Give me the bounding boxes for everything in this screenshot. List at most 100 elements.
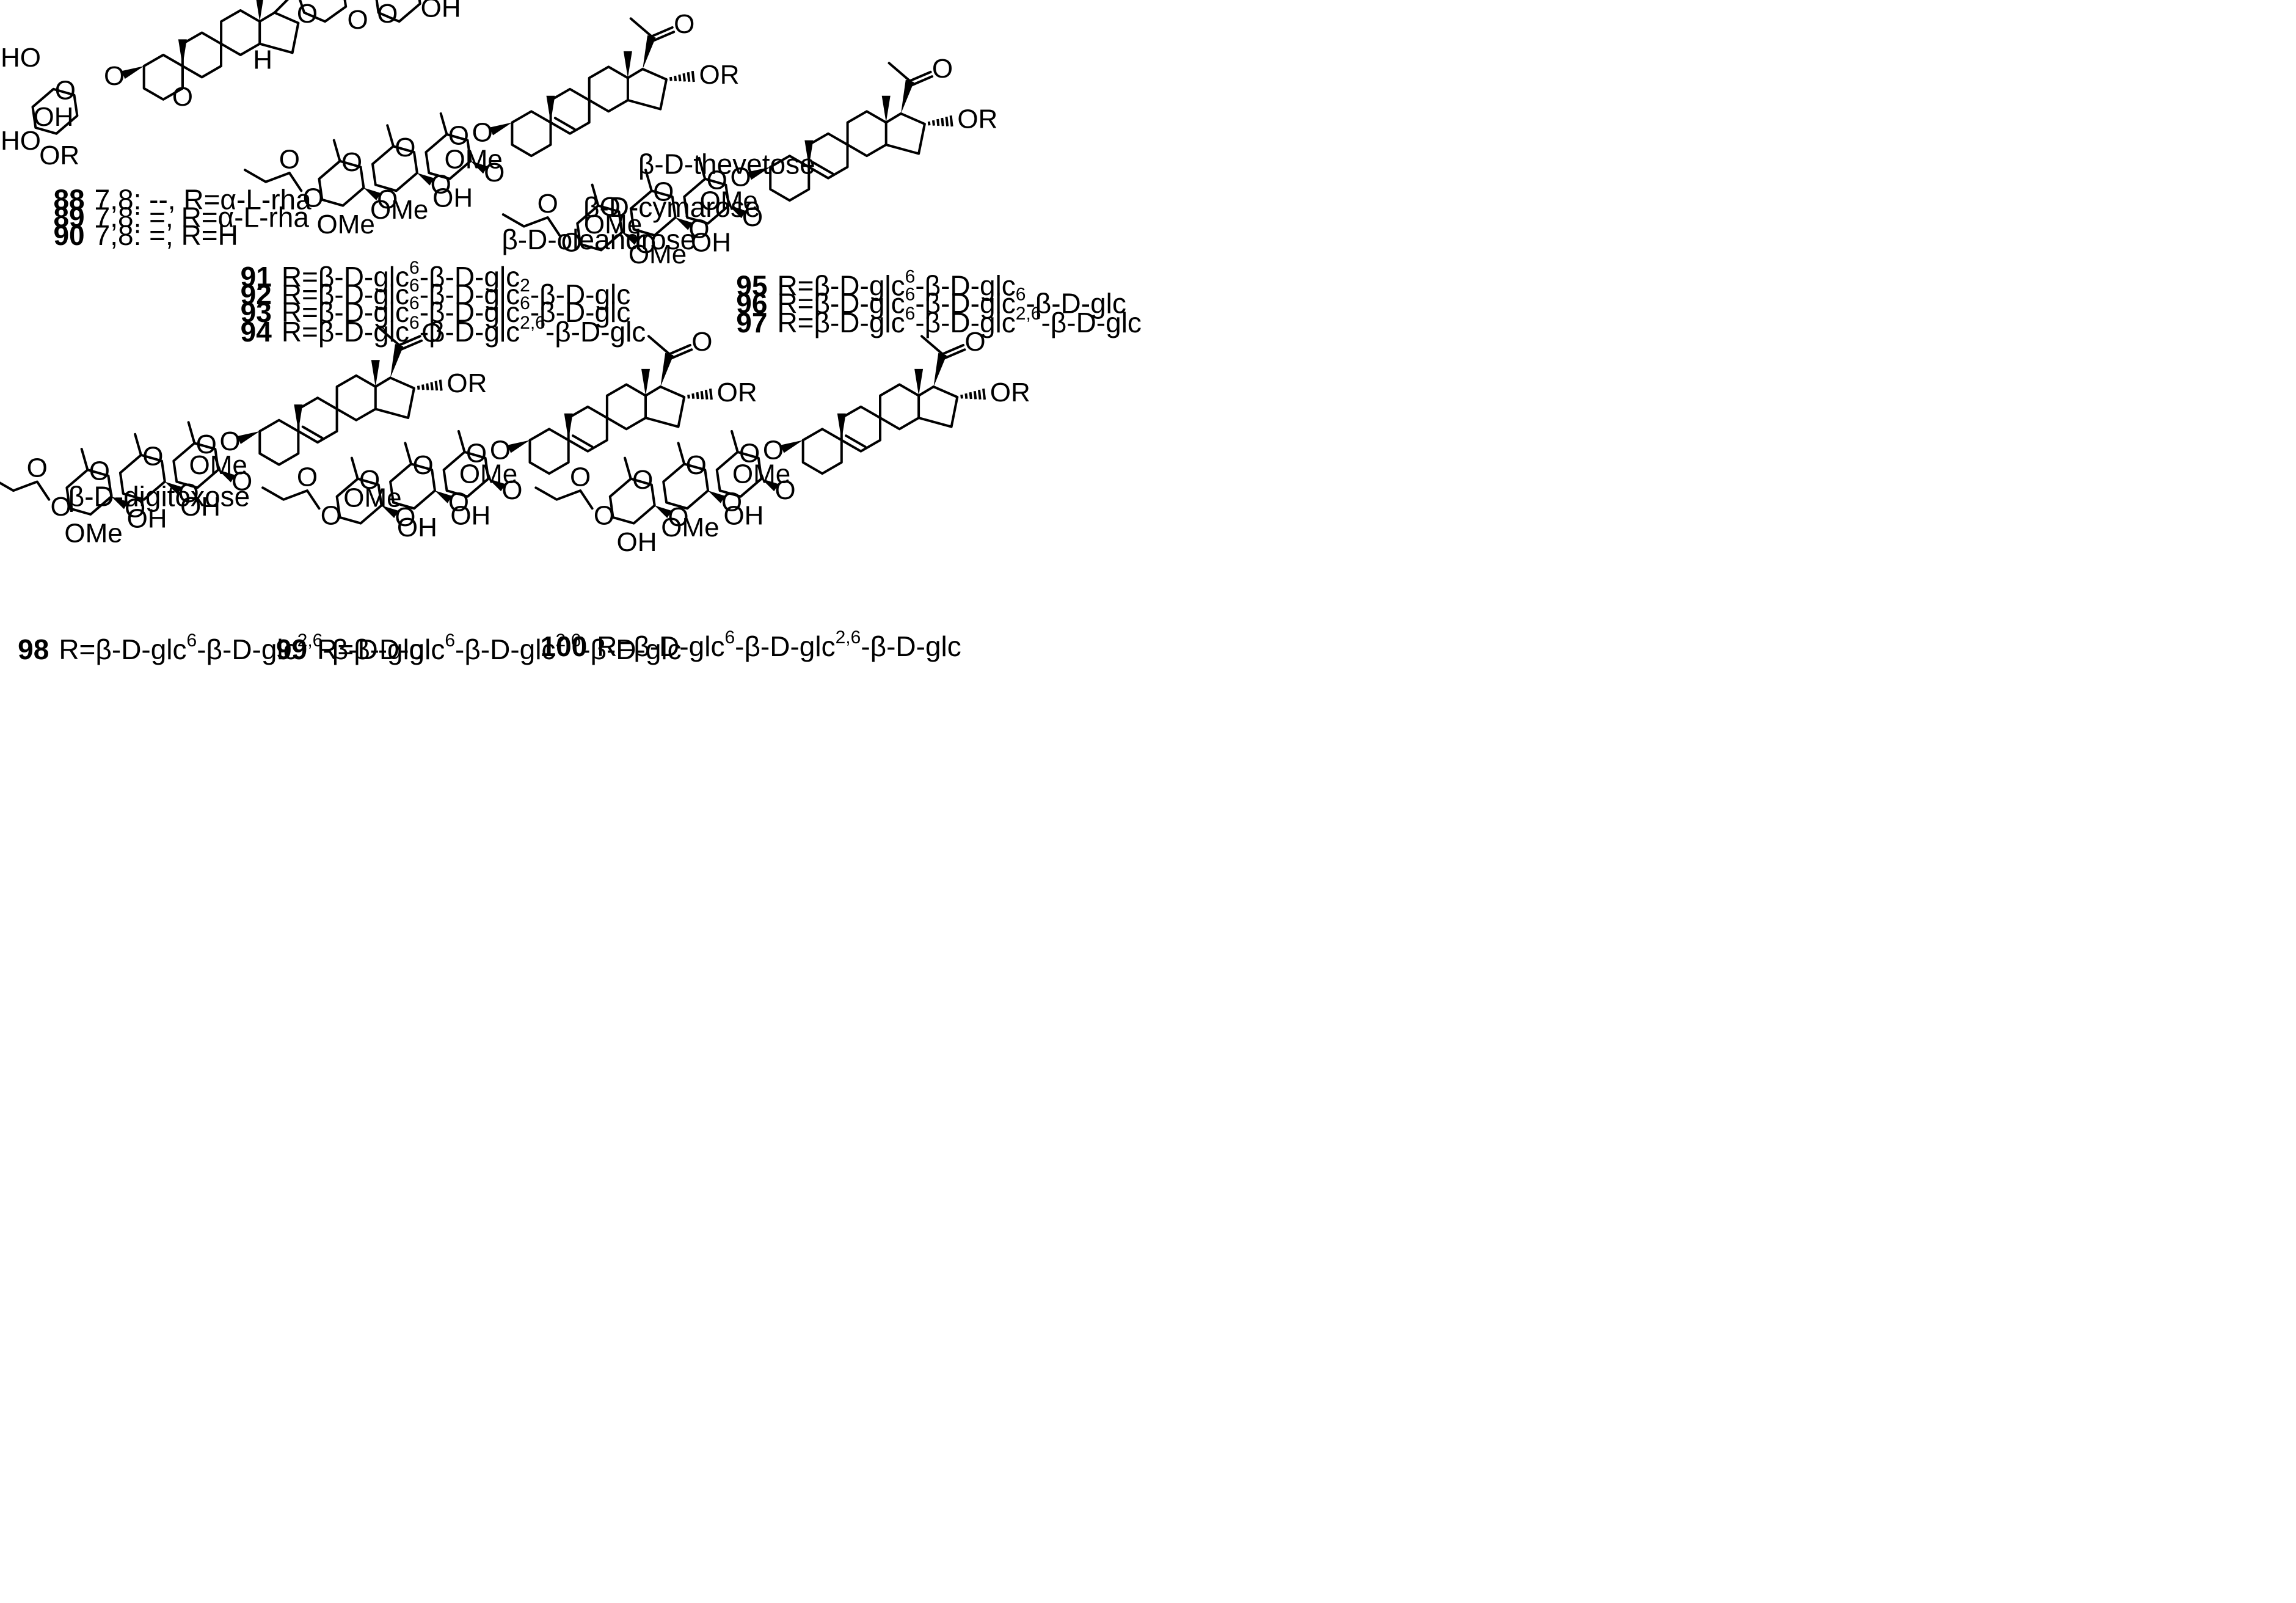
- c91-c3-oxygen: O: [472, 118, 493, 148]
- linkage-position: 6: [1016, 285, 1026, 305]
- c100-s1-ring-oxygen: O: [739, 438, 760, 468]
- c100-oxygen: O: [964, 327, 985, 357]
- c98-s3-c6-methyl: [80, 448, 89, 472]
- c99-s2-ring-oxygen: O: [412, 450, 433, 480]
- c91-s2-substituent: OMe: [370, 195, 428, 225]
- sugar-label-digitoxose: β-D-digitoxose: [68, 481, 250, 513]
- c98-tigloyl: [0, 480, 51, 501]
- c98-acetyl-methyl: [377, 326, 401, 346]
- c91-s2-anomeric: [417, 173, 434, 186]
- c95-c3-oxygen: O: [730, 162, 751, 192]
- c100-c3-oxygen: O: [763, 436, 784, 466]
- c99-tigloyl: [261, 486, 321, 510]
- c91-tigloyl-o: O: [279, 144, 300, 174]
- compound-number: 88: [53, 184, 84, 216]
- c91-carbonyl: [650, 26, 674, 38]
- compound-number: 95: [736, 270, 767, 302]
- c88-glc-oh: OH: [33, 102, 73, 132]
- linkage-position: 6: [520, 294, 530, 314]
- c95-s2-substituent: OMe: [629, 239, 687, 269]
- c100-s1-substituent: OH: [723, 500, 764, 530]
- c99-acetyl-methyl: [647, 335, 671, 356]
- c100-s2-ring-oxygen: O: [686, 450, 707, 480]
- c98-carbonyl: [398, 335, 421, 346]
- c91-c3-o: [489, 122, 512, 136]
- c98-s1-ome: OMe: [189, 450, 247, 480]
- c98-methyl-18: [371, 360, 380, 387]
- c95-methyl-19: [804, 140, 814, 167]
- c91-s3-ring-oxygen: O: [341, 147, 362, 177]
- sugar-label-cymarose: β-D-cymarose: [583, 191, 760, 223]
- c99-methyl-18: [641, 368, 651, 396]
- c100-double-bond: [845, 434, 867, 448]
- c99-s3-anomeric: [381, 505, 399, 518]
- c91-ring-a: [511, 110, 552, 158]
- c95-s2-c6-methyl: [644, 169, 653, 192]
- c98-double-bond: [301, 425, 324, 439]
- c95-c3-o: [748, 167, 771, 180]
- c99-s3-ome: OMe: [343, 483, 401, 513]
- c100-s1-ome: OMe: [732, 459, 790, 489]
- c91-or-label: OR: [699, 60, 740, 90]
- c100-ring-d: [917, 385, 959, 428]
- c95-double-bond: [812, 161, 834, 175]
- c99-s3-c6-methyl: [350, 456, 359, 480]
- sugar-label-thevetose: β-D-thevetose: [638, 148, 815, 180]
- c98-or-bond: [417, 379, 443, 391]
- c95-s3-ome: OMe: [584, 210, 642, 239]
- c99-ester-o: O: [321, 500, 341, 530]
- c95-acetyl-methyl: [887, 62, 911, 82]
- linkage-position: 6: [905, 267, 916, 287]
- c88-methyl-19: [178, 39, 187, 67]
- c99-s1-ome: OMe: [459, 459, 517, 489]
- c99-s2-c6-methyl: [404, 442, 413, 466]
- c95-or-bond: [927, 115, 953, 127]
- c99-ring-a: [528, 428, 570, 475]
- c99-s2-anomeric: [435, 491, 452, 503]
- c98-methyl-19: [294, 404, 303, 431]
- c88-methyl-18: [256, 0, 263, 22]
- c98-s1-substituent: OH: [180, 492, 220, 522]
- c91-ester-o: O: [303, 183, 324, 213]
- c100-tigloyl-o: O: [570, 462, 591, 492]
- c98-ester-o: O: [51, 492, 71, 522]
- c88-h14: H: [253, 45, 272, 75]
- c95-ring-d: [884, 112, 926, 155]
- c100-s1-glycosidic-o: O: [774, 475, 795, 505]
- c99-carbonyl-2: [669, 348, 693, 360]
- c100-s3-c6-methyl: [624, 456, 632, 480]
- compound-number: 92: [241, 279, 272, 310]
- c91-s1-anomeric: [470, 161, 488, 174]
- c100-carbonyl-2: [942, 348, 966, 360]
- c98-acetyl-bond: [390, 344, 404, 378]
- c88-pyran-ring: [299, 0, 348, 23]
- c91-tigloyl: [244, 169, 303, 192]
- c100-s2-anomeric: [708, 491, 726, 503]
- c91-s1-ome: OMe: [445, 144, 503, 174]
- c98-s2-glycosidic-o: O: [178, 478, 199, 508]
- linkage-position: 2,6: [555, 630, 581, 651]
- c98-s3-anomeric: [111, 496, 129, 509]
- c91-ring-d: [626, 68, 668, 111]
- c95-methyl-18: [881, 95, 891, 123]
- c100-s3-ring-oxygen: O: [632, 465, 653, 495]
- linkage-position: 2,6: [836, 627, 861, 648]
- c95-s1-anomeric: [729, 205, 746, 219]
- linkage-position: 2,6: [297, 630, 323, 651]
- c98-s3-ring-oxygen: O: [89, 456, 110, 486]
- c91-methyl-18: [623, 51, 632, 78]
- c88-pyran-link-o: O: [347, 5, 368, 35]
- c91-carbonyl-2: [652, 31, 676, 42]
- c95-s1-ome: OMe: [699, 186, 757, 216]
- c95-s2-glycosidic-o: O: [688, 214, 709, 244]
- c98-c3-o: [237, 431, 260, 444]
- c88-ketone-o: O: [172, 82, 193, 112]
- c91-s3-anomeric: [363, 188, 381, 200]
- c98-s2-anomeric: [164, 481, 182, 495]
- c95-s1-ring-oxygen: O: [707, 165, 727, 195]
- linkage-position: 6: [445, 630, 455, 651]
